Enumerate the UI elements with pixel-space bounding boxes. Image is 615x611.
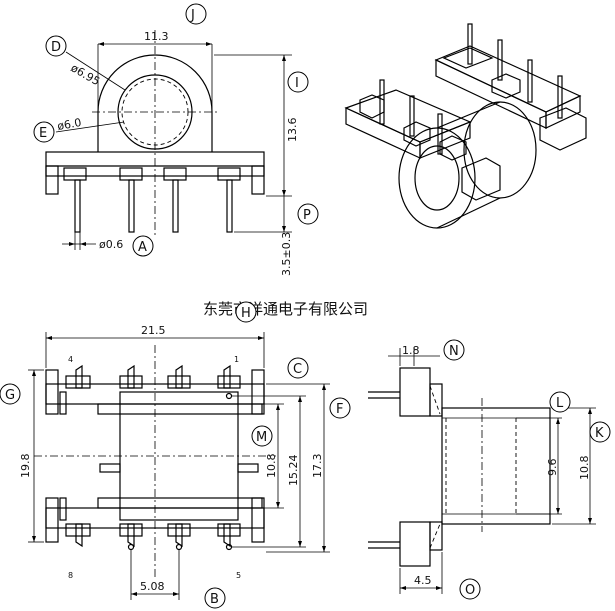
pin-number-1: 1 <box>234 355 239 364</box>
callout-D: D <box>45 35 67 57</box>
front-view: 11.3 13.6 3.5±0.3 ø6.95 ø6.0 ø0.6 <box>45 30 299 276</box>
svg-text:N: N <box>449 344 459 359</box>
callout-N: N <box>443 339 465 361</box>
company-watermark: 东莞市洋通电子有限公司 <box>203 300 368 318</box>
dim-I-value: 13.6 <box>286 118 299 143</box>
callout-P: P <box>297 203 319 225</box>
dim-P-value: 3.5±0.3 <box>280 232 293 276</box>
callout-M: M <box>251 425 273 447</box>
svg-text:G: G <box>5 388 15 403</box>
svg-text:H: H <box>241 306 251 321</box>
dim-N-value: 1.8 <box>402 344 420 357</box>
svg-text:A: A <box>138 240 147 255</box>
svg-text:D: D <box>51 40 61 55</box>
dim-J-value: 11.3 <box>144 30 169 43</box>
dim-D-value: ø6.95 <box>69 61 103 88</box>
callout-E: E <box>33 121 55 143</box>
dim-L-value: 9.6 <box>546 459 559 477</box>
svg-text:O: O <box>465 583 475 598</box>
svg-text:F: F <box>336 402 343 417</box>
dim-B-value: 5.08 <box>140 580 165 593</box>
svg-text:M: M <box>256 430 267 445</box>
isometric-view <box>344 23 587 229</box>
callout-H: H <box>235 301 257 323</box>
svg-text:P: P <box>303 208 311 223</box>
dim-F-value: 17.3 <box>311 454 324 479</box>
svg-text:J: J <box>190 8 195 23</box>
top-view: 4 1 8 5 21.5 19.8 10.8 15.24 <box>19 324 330 600</box>
svg-text:K: K <box>595 426 604 441</box>
callout-K: K <box>589 421 611 443</box>
pin-number-8: 8 <box>68 571 73 580</box>
callout-F: F <box>329 397 351 419</box>
dim-E-value: ø6.0 <box>56 116 82 133</box>
callout-I: I <box>287 71 309 93</box>
callout-A: A <box>132 235 154 257</box>
dim-G-value: 19.8 <box>19 454 32 479</box>
svg-text:C: C <box>293 362 302 377</box>
pin-number-5: 5 <box>236 571 241 580</box>
dim-M-value: 10.8 <box>265 454 278 479</box>
dim-K-value: 10.8 <box>578 456 591 481</box>
svg-text:B: B <box>210 592 219 607</box>
dim-C-value: 15.24 <box>287 455 300 487</box>
callout-J: J <box>185 3 207 25</box>
svg-text:E: E <box>39 126 47 141</box>
callout-G: G <box>0 383 21 405</box>
dim-A-value: ø0.6 <box>99 238 123 251</box>
callout-B: B <box>204 587 226 609</box>
side-view: 1.8 9.6 10.8 4.5 <box>368 344 596 594</box>
callout-O: O <box>459 578 481 600</box>
pin-number-4: 4 <box>68 355 73 364</box>
dim-H-value: 21.5 <box>141 324 166 337</box>
svg-text:L: L <box>556 396 564 411</box>
svg-text:I: I <box>295 76 299 91</box>
callout-C: C <box>287 357 309 379</box>
dim-O-value: 4.5 <box>414 574 432 587</box>
callout-L: L <box>549 391 571 413</box>
